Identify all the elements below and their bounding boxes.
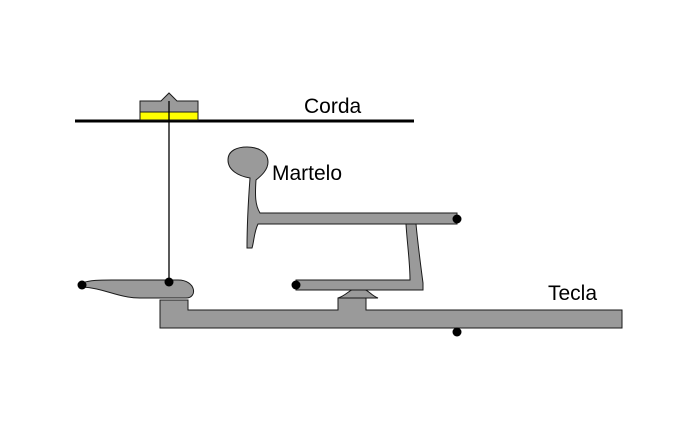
key-label: Tecla bbox=[548, 282, 598, 305]
capstan bbox=[337, 289, 379, 299]
hammer bbox=[227, 146, 458, 249]
hammer-label: Martelo bbox=[272, 162, 343, 185]
key bbox=[159, 297, 623, 329]
jack-pivot bbox=[291, 280, 301, 290]
string-label: Corda bbox=[304, 95, 362, 118]
damper-wire-pivot bbox=[164, 277, 174, 287]
key-pivot bbox=[452, 327, 462, 337]
jack bbox=[295, 223, 424, 291]
damper-lever bbox=[81, 279, 194, 299]
damper-lever-pivot bbox=[77, 280, 87, 290]
hammer-pivot bbox=[452, 214, 462, 224]
